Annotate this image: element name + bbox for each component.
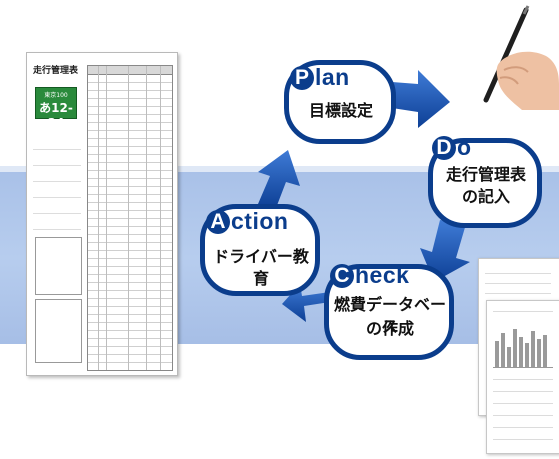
sheet-grid-row xyxy=(88,234,172,235)
sheet-grid-column xyxy=(106,66,107,370)
sheet-grid-row xyxy=(88,170,172,171)
action-letter: A xyxy=(206,209,230,234)
arrow-action-to-plan xyxy=(258,150,300,208)
sheet-grid-row xyxy=(88,290,172,291)
report-bar xyxy=(531,331,535,367)
sheet-grid-row xyxy=(88,162,172,163)
arrow-plan-to-do xyxy=(392,70,450,128)
report-line xyxy=(485,273,551,274)
plan-letter: P xyxy=(290,65,314,90)
sheet-grid-row xyxy=(88,146,172,147)
sheet-grid-row xyxy=(88,178,172,179)
report-bar xyxy=(501,333,505,367)
sheet-grid-row xyxy=(88,314,172,315)
report-bar xyxy=(519,337,523,367)
report-line xyxy=(485,283,551,284)
report-line xyxy=(485,293,551,294)
sheet-field-row xyxy=(33,185,81,198)
check-letter: C xyxy=(330,263,354,288)
report-line xyxy=(493,391,553,392)
sheet-grid-row xyxy=(88,210,172,211)
report-bar xyxy=(543,335,547,367)
do-heading: D o xyxy=(432,134,472,161)
report-line xyxy=(493,403,553,404)
sheet-grid-row xyxy=(88,338,172,339)
plan-heading: P lan xyxy=(290,64,350,91)
plan-text: 目標設定 xyxy=(308,101,373,120)
report-line xyxy=(493,427,553,428)
sheet-grid-row xyxy=(88,354,172,355)
sheet-grid xyxy=(87,65,173,371)
sheet-grid-row xyxy=(88,226,172,227)
sheet-grid-row xyxy=(88,330,172,331)
report-line xyxy=(493,311,553,312)
sheet-grid-row xyxy=(88,130,172,131)
sheet-grid-row xyxy=(88,186,172,187)
sheet-grid-row xyxy=(88,322,172,323)
sheet-grid-row xyxy=(88,194,172,195)
do-heading-rest: o xyxy=(457,134,472,160)
sheet-field-row xyxy=(33,137,81,150)
sheet-grid-row xyxy=(88,90,172,91)
sheet-field-row xyxy=(33,153,81,166)
sheet-grid-column xyxy=(128,66,129,370)
sheet-grid-column xyxy=(146,66,147,370)
plate-region: 東京100 xyxy=(44,92,68,99)
report-bar xyxy=(537,339,541,367)
sheet-grid-row xyxy=(88,98,172,99)
report-line xyxy=(493,415,553,416)
sheet-grid-row xyxy=(88,274,172,275)
report-bar xyxy=(513,329,517,367)
sheet-grid-row xyxy=(88,282,172,283)
sheet-grid-row xyxy=(88,218,172,219)
sheet-grid-row xyxy=(88,306,172,307)
check-text-line-2: の作成 xyxy=(365,319,414,338)
sheet-note-box xyxy=(35,299,82,363)
sheet-grid-row xyxy=(88,346,172,347)
sheet-grid-row xyxy=(88,242,172,243)
sheet-grid-row xyxy=(88,250,172,251)
sheet-grid-row xyxy=(88,154,172,155)
report-bar xyxy=(495,341,499,367)
sheet-grid-row xyxy=(88,258,172,259)
do-letter: D xyxy=(432,135,456,160)
sheet-grid-row xyxy=(88,82,172,83)
sheet-grid-column xyxy=(160,66,161,370)
database-report-front xyxy=(486,300,559,454)
sheet-grid-row xyxy=(88,202,172,203)
sheet-note-box xyxy=(35,237,82,295)
sheet-field-row xyxy=(33,217,81,230)
sheet-grid-row xyxy=(88,106,172,107)
action-text: ドライバー教育 xyxy=(213,247,309,288)
do-text-line-1: 走行管理表 xyxy=(445,165,526,184)
report-bar xyxy=(507,347,511,367)
check-heading: C heck xyxy=(330,262,409,289)
sheet-grid-row xyxy=(88,138,172,139)
driving-log-sheet: 走行管理表 東京100 あ12-34 xyxy=(26,52,178,376)
sheet-grid-row xyxy=(88,122,172,123)
check-heading-rest: heck xyxy=(355,262,410,288)
sheet-grid-column xyxy=(98,66,99,370)
plan-heading-rest: lan xyxy=(315,64,350,90)
action-heading-rest: ction xyxy=(231,208,289,234)
do-text-line-2: の記入 xyxy=(461,187,510,206)
sheet-field-row xyxy=(33,169,81,182)
sheet-grid-header xyxy=(88,66,172,75)
plate-number: あ12-34 xyxy=(39,101,73,130)
sheet-grid-row xyxy=(88,298,172,299)
action-heading: A ction xyxy=(206,208,288,235)
report-line xyxy=(493,439,553,440)
sheet-grid-row xyxy=(88,114,172,115)
sheet-grid-row xyxy=(88,266,172,267)
report-bar-chart xyxy=(493,323,553,368)
sheet-field-row xyxy=(33,201,81,214)
sheet-grid-row xyxy=(88,362,172,363)
report-line xyxy=(493,379,553,380)
check-text-line-1: 燃費データベース xyxy=(333,295,446,336)
report-bar xyxy=(525,343,529,367)
check-box xyxy=(324,264,454,360)
license-plate: 東京100 あ12-34 xyxy=(35,87,77,130)
sheet-title: 走行管理表 xyxy=(33,66,79,76)
hand-writing-pen-image xyxy=(483,5,559,110)
